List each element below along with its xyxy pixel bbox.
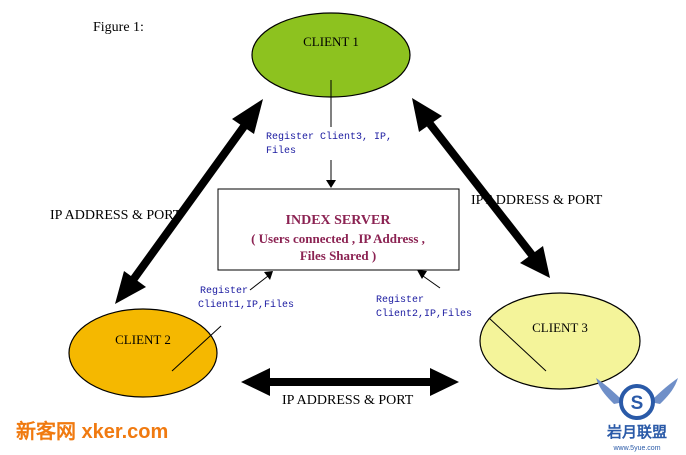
watermark-right-logo-letter: S — [631, 393, 644, 414]
client-2-node — [68, 308, 218, 398]
c1-c3-double-arrow — [412, 98, 550, 278]
index-server-box — [217, 188, 460, 271]
register-client1-line2: Files — [266, 145, 296, 157]
c2-c3-edge-label: IP ADDRESS & PORT — [282, 393, 414, 408]
client3-to-server-line — [488, 317, 547, 372]
client3-to-server-line-upper — [422, 275, 441, 289]
register-client3-line1: Register — [376, 294, 424, 306]
client1-to-server-arrowhead — [326, 180, 336, 188]
register-client3-line2: Client2,IP,Files — [376, 308, 472, 320]
register-client1-line1: Register Client3, IP, — [266, 131, 392, 143]
client2-to-server-arrowhead — [264, 271, 273, 280]
watermark-right-text: 岩月联盟 — [606, 423, 667, 441]
c1-c3-edge-label: IP ADDRESS & PORT — [471, 193, 603, 208]
client2-to-server-line — [171, 325, 222, 372]
watermark-right-logo: S 岩月联盟 www.5yue.com — [596, 378, 678, 452]
client-2-label: CLIENT 2 — [115, 332, 171, 347]
index-server-title: INDEX SERVER — [286, 213, 392, 228]
index-server-line2: ( Users connected , IP Address , — [251, 231, 425, 246]
client2-to-server-line-upper — [249, 275, 269, 291]
client3-to-server-arrowhead — [417, 270, 427, 279]
register-client2-line2: Client1,IP,Files — [198, 299, 294, 311]
client-1-label: CLIENT 1 — [303, 34, 359, 49]
watermark-right-url: www.5yue.com — [612, 445, 660, 452]
register-client2-line1: Register — [200, 285, 248, 297]
index-server-line3: Files Shared ) — [300, 248, 376, 263]
c2-c3-double-arrow — [241, 368, 459, 396]
client-3-node — [479, 292, 641, 390]
client-3-label: CLIENT 3 — [532, 320, 588, 335]
watermark-left: 新客网 xker.com — [16, 419, 168, 443]
c1-c2-edge-label: IP ADDRESS & PORT — [50, 208, 182, 223]
figure-label: Figure 1: — [93, 20, 144, 35]
c1-c2-double-arrow — [115, 99, 263, 304]
